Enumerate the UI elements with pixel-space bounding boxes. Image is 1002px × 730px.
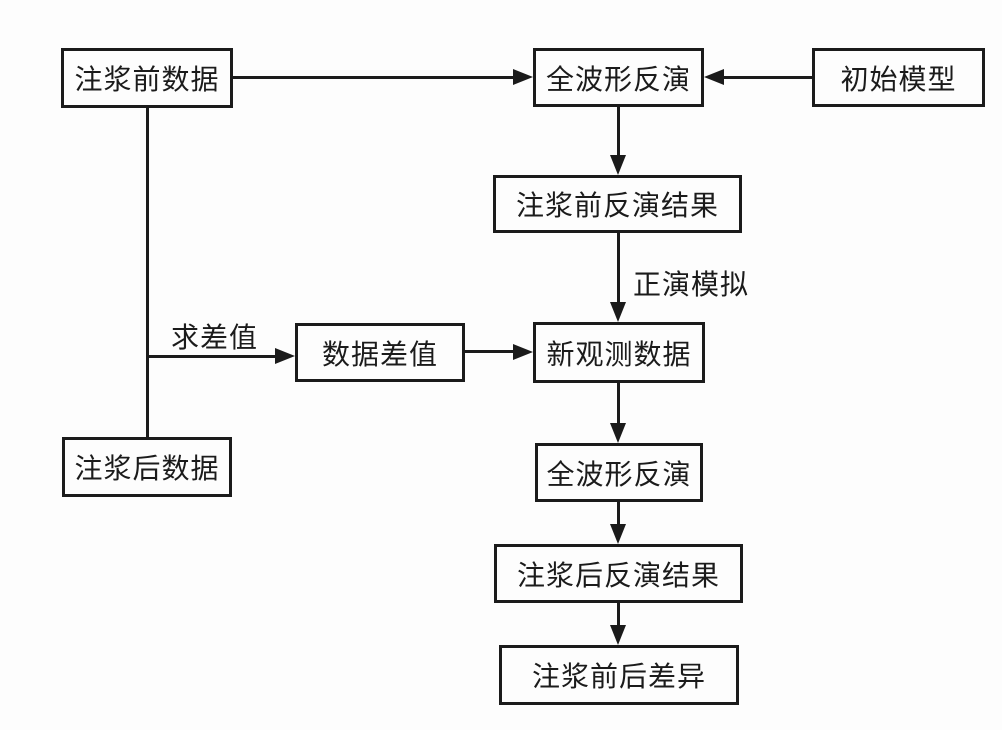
node-full-waveform-inversion-1: 全波形反演 — [533, 48, 704, 107]
arrowhead-down-icon — [610, 302, 626, 322]
node-pre-grouting-inversion-result: 注浆前反演结果 — [493, 175, 742, 233]
edge-label-calc-difference: 求差值 — [171, 321, 259, 354]
connector-fwi-to-pre-result — [617, 107, 620, 157]
connector-pre-result-to-new-obs — [617, 233, 620, 304]
connector-difference-to-new-obs — [465, 350, 515, 353]
arrowhead-down-icon — [610, 155, 626, 175]
arrowhead-right-icon — [513, 69, 533, 85]
connector-new-obs-to-fwi2 — [617, 383, 620, 425]
arrowhead-right-icon — [275, 348, 295, 364]
node-post-grouting-data: 注浆后数据 — [62, 437, 232, 497]
node-post-grouting-inversion-result: 注浆后反演结果 — [494, 544, 743, 603]
connector-to-data-difference — [146, 355, 278, 358]
node-initial-model: 初始模型 — [812, 48, 985, 107]
node-data-difference: 数据差值 — [295, 323, 465, 382]
connector-post-result-to-final — [617, 603, 620, 627]
node-full-waveform-inversion-2: 全波形反演 — [535, 443, 703, 502]
arrowhead-down-icon — [610, 423, 626, 443]
node-pre-post-grouting-difference: 注浆前后差异 — [499, 645, 739, 705]
arrowhead-down-icon — [610, 625, 626, 645]
connector-pre-data-to-post-data — [146, 108, 149, 437]
edge-label-forward-simulation: 正演模拟 — [633, 268, 750, 301]
arrowhead-left-icon — [704, 69, 724, 85]
connector-init-model-to-fwi — [722, 76, 812, 79]
node-new-observation-data: 新观测数据 — [533, 322, 705, 383]
node-pre-grouting-data: 注浆前数据 — [61, 48, 233, 108]
arrowhead-right-icon — [513, 344, 533, 360]
arrowhead-down-icon — [610, 524, 626, 544]
connector-pre-data-to-fwi — [233, 76, 516, 79]
connector-fwi2-to-post-result — [617, 502, 620, 526]
